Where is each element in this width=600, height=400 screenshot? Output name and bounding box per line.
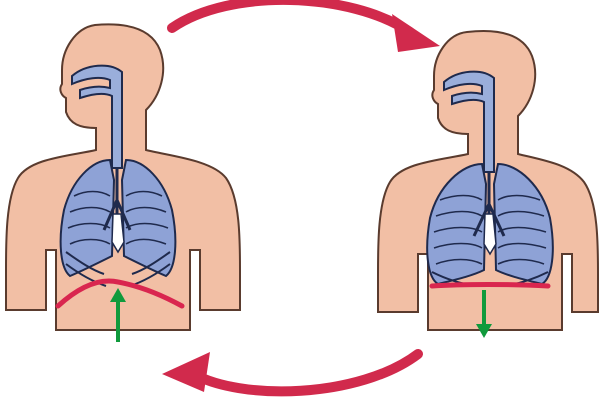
figure-left-exhale bbox=[5, 23, 241, 342]
lung-left bbox=[426, 162, 488, 286]
bronchi bbox=[102, 168, 132, 231]
figure-right-inhale bbox=[377, 30, 599, 338]
ribs bbox=[433, 194, 547, 265]
diaphragm-up-arrow bbox=[110, 288, 126, 342]
airway bbox=[71, 64, 123, 169]
lung-left bbox=[59, 158, 116, 278]
cycle-arrow-bottom bbox=[162, 349, 423, 397]
diaphragm-down-arrow bbox=[476, 290, 492, 338]
sternum bbox=[483, 213, 497, 256]
diaphragm-arched bbox=[55, 278, 185, 309]
lung-right bbox=[120, 158, 177, 278]
ribs bbox=[67, 190, 169, 245]
sternum bbox=[111, 213, 125, 254]
airway bbox=[443, 70, 495, 173]
diaphragm-flat bbox=[429, 282, 551, 289]
lung-right bbox=[492, 162, 554, 286]
cycle-arrow-top bbox=[167, 0, 440, 52]
